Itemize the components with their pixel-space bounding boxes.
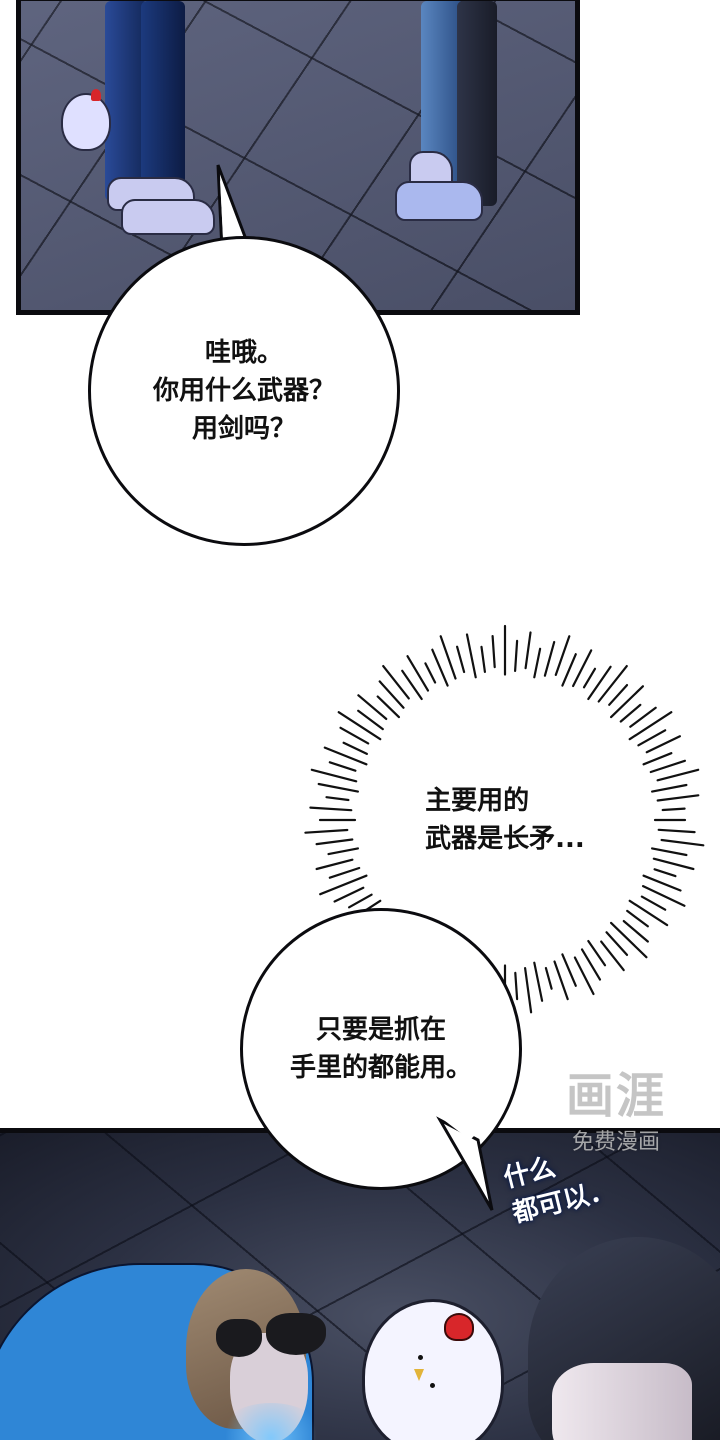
- watermark-logo: 画涯: [566, 1068, 667, 1124]
- small-chick-comb: [91, 89, 101, 101]
- white-chick: [362, 1299, 504, 1440]
- chick-eye: [418, 1355, 423, 1360]
- sunglasses: [266, 1313, 326, 1355]
- chick-comb: [444, 1313, 474, 1341]
- bubble-3-tail: [436, 1114, 494, 1211]
- burst-bubble-text: 主要用的 武器是长矛...: [425, 786, 585, 854]
- right-character-leg: [457, 1, 497, 206]
- left-character-leg: [141, 1, 185, 191]
- speech-bubble-3-text: 只要是抓在 手里的都能用。: [289, 1015, 472, 1083]
- right-character-shoe: [395, 181, 483, 221]
- chick-beak: [414, 1369, 424, 1381]
- dark-haired-character-face: [552, 1363, 692, 1440]
- watermark-subtitle: 免费漫画: [572, 1130, 661, 1155]
- speech-bubble-1-text: 哇哦。 你用什么武器？ 用剑吗？: [152, 338, 335, 444]
- sunglasses: [216, 1319, 262, 1357]
- speech-bubble-1: 哇哦。 你用什么武器？ 用剑吗？: [88, 236, 400, 546]
- small-chick-plush: [61, 93, 111, 151]
- chick-eye: [430, 1383, 435, 1388]
- left-character-shoe: [121, 199, 215, 235]
- comic-panel-top: [16, 0, 580, 315]
- comic-panel-bottom: [0, 1128, 720, 1440]
